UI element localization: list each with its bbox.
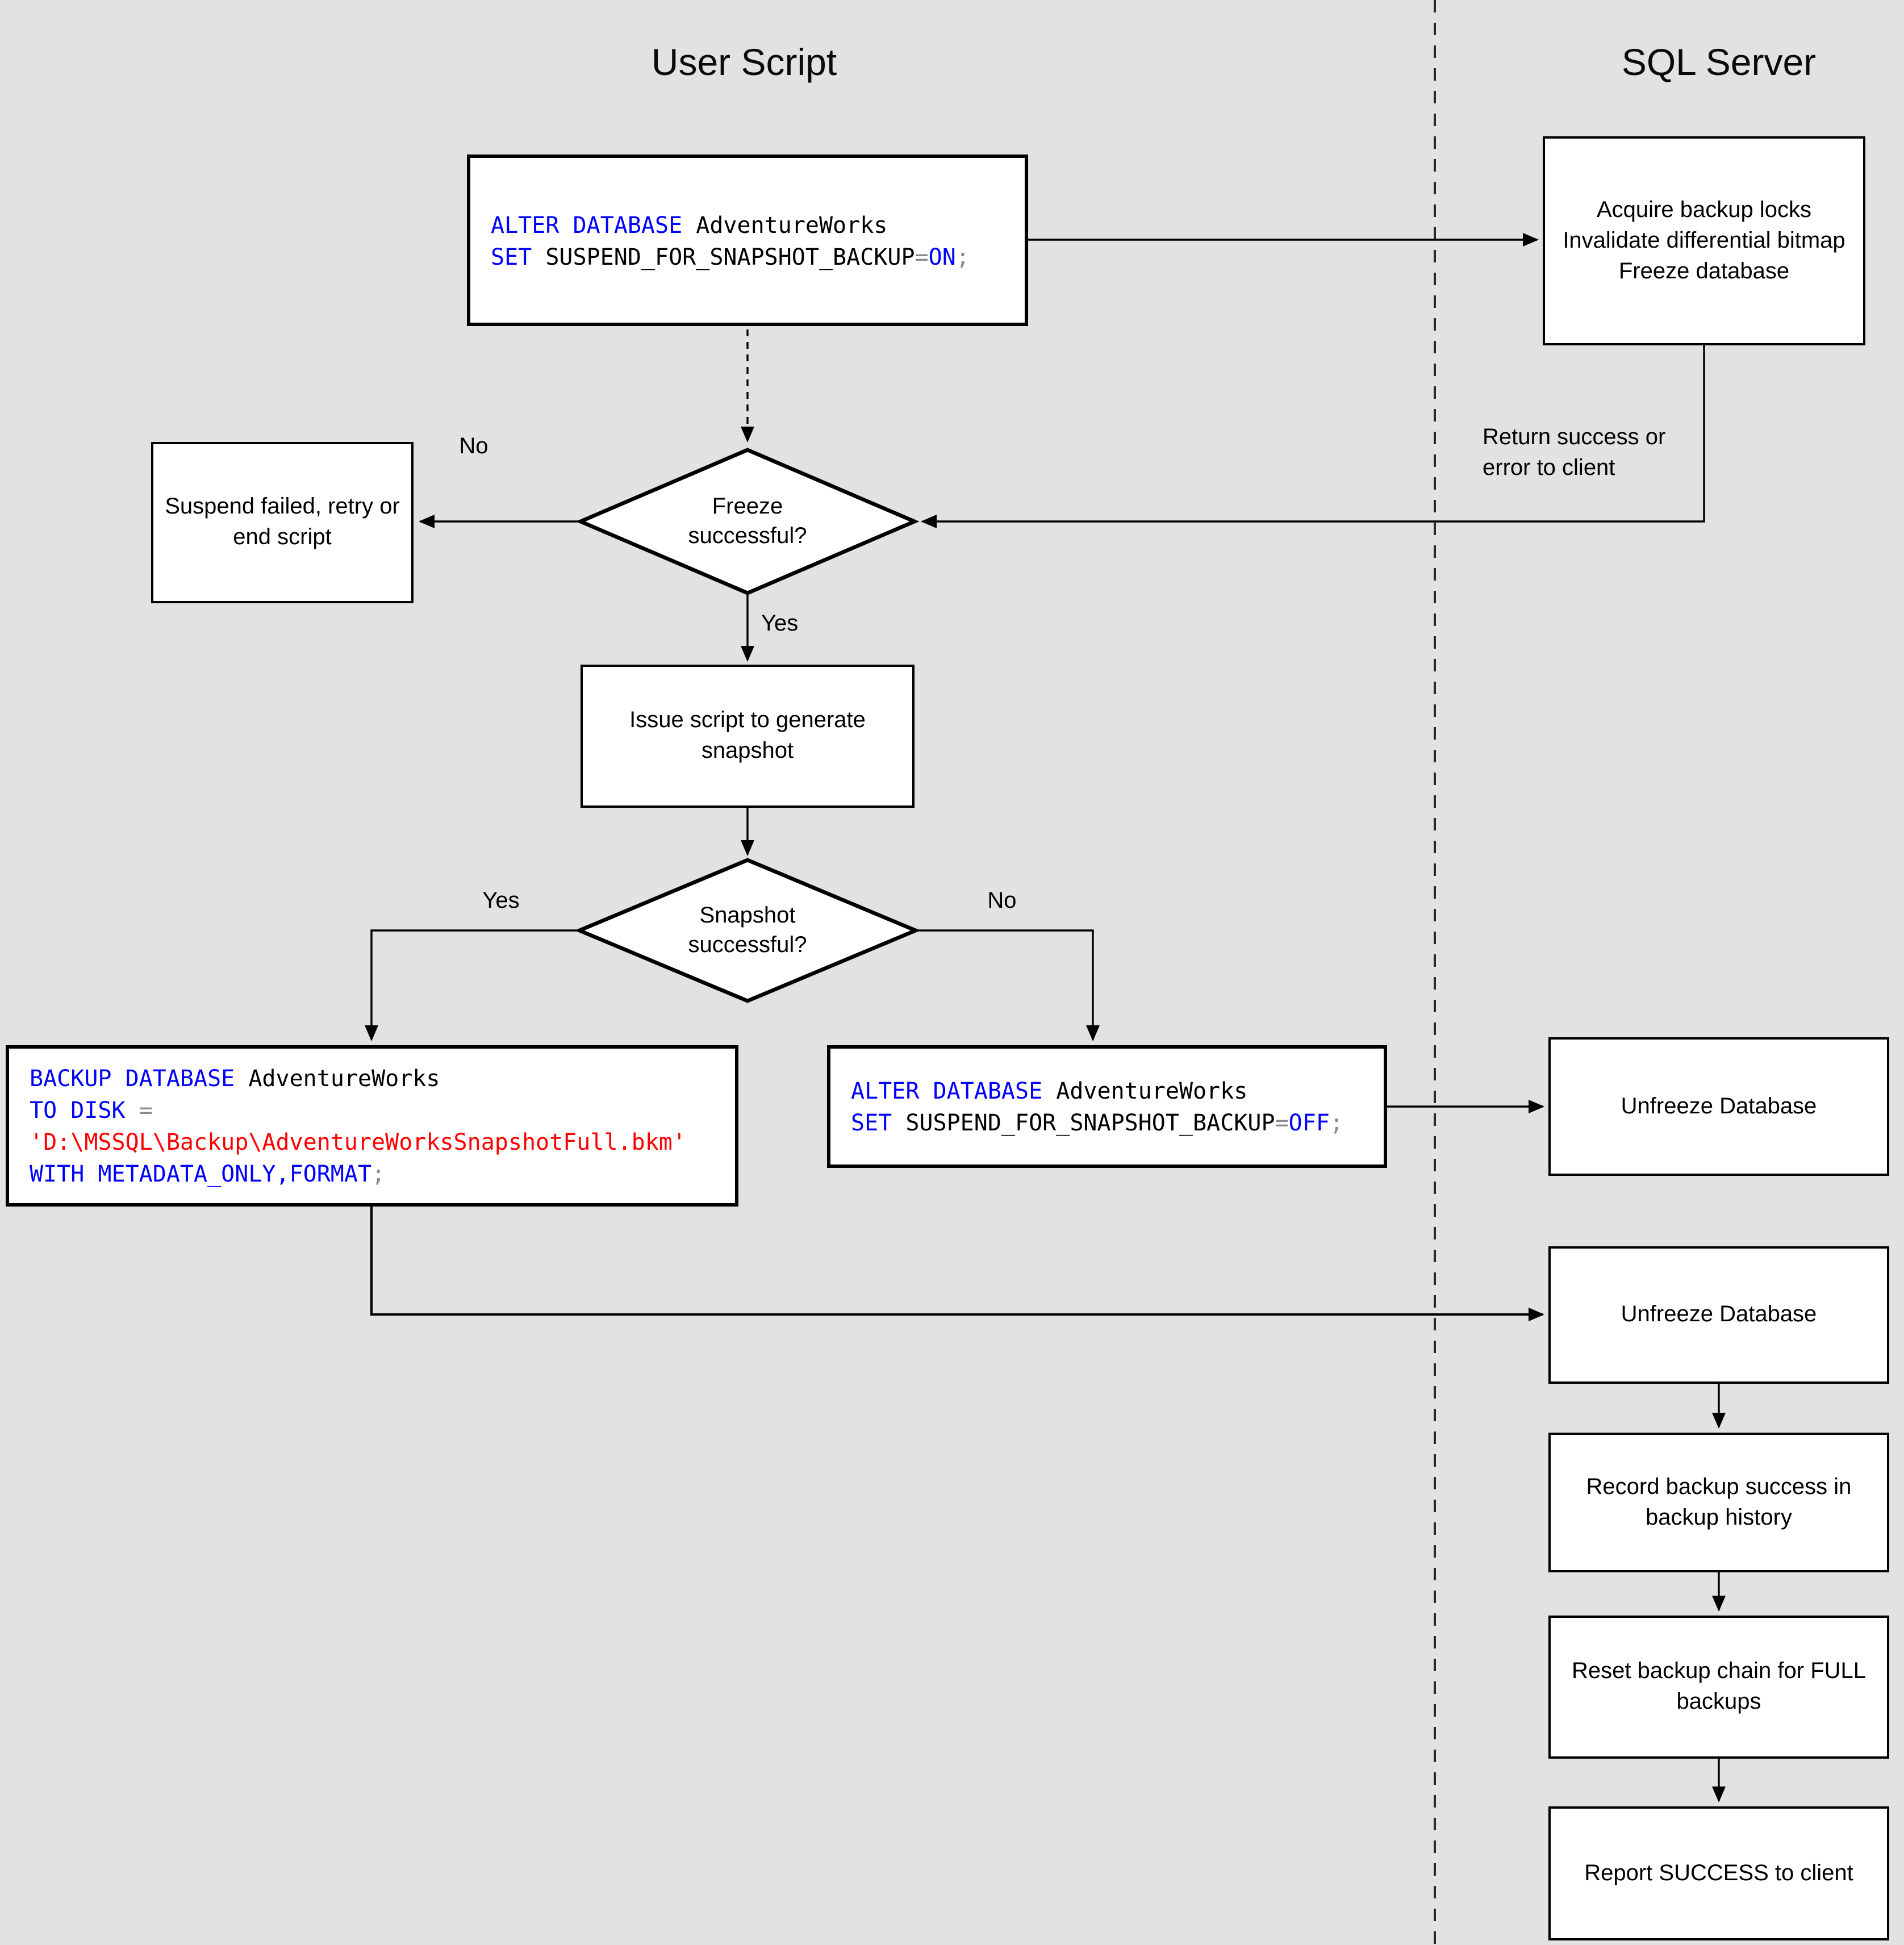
snapshot-diamond xyxy=(574,858,921,1003)
acquire-line-1: Acquire backup locks xyxy=(1597,197,1811,222)
suspend-failed-box: Suspend failed, retry or end script xyxy=(151,442,414,603)
title-sql-server: SQL Server xyxy=(1621,41,1817,83)
freeze-diamond-label: Freeze successful? xyxy=(688,494,807,549)
label-freeze-yes: Yes xyxy=(761,611,799,636)
code-line: 'D:\MSSQL\Backup\AdventureWorksSnapshotF… xyxy=(30,1128,686,1155)
code-line: ALTER DATABASE AdventureWorks xyxy=(491,211,888,238)
label-snapshot-no: No xyxy=(987,888,1017,913)
label-snapshot-yes: Yes xyxy=(482,888,520,913)
alter-off-code-box: ALTER DATABASE AdventureWorks SET SUSPEN… xyxy=(827,1045,1387,1168)
acquire-line-3: Freeze database xyxy=(1618,258,1790,283)
code-line: SET SUSPEND_FOR_SNAPSHOT_BACKUP=OFF; xyxy=(851,1109,1343,1136)
label-freeze-no: No xyxy=(459,434,488,459)
acquire-locks-box: Acquire backup locks Invalidate differen… xyxy=(1543,136,1865,345)
code-line: BACKUP DATABASE AdventureWorks xyxy=(30,1065,440,1092)
arrow-snapshot-no-to-alter-off xyxy=(916,929,1100,1041)
freeze-diamond xyxy=(575,448,920,595)
code-line: WITH METADATA_ONLY,FORMAT; xyxy=(30,1160,386,1187)
arrow-snapshot-yes-to-backup xyxy=(365,929,579,1041)
backup-metadata-code-box: BACKUP DATABASE AdventureWorks TO DISK =… xyxy=(6,1045,738,1207)
reset-chain-box: Reset backup chain for FULL backups xyxy=(1548,1616,1889,1759)
code-line: ALTER DATABASE AdventureWorks xyxy=(851,1077,1248,1104)
snapshot-diamond-label: Snapshot successful? xyxy=(688,903,807,958)
unfreeze-database-box-1: Unfreeze Database xyxy=(1548,1037,1889,1176)
record-history-box: Record backup success in backup history xyxy=(1548,1433,1889,1572)
code-line: SET SUSPEND_FOR_SNAPSHOT_BACKUP=ON; xyxy=(491,243,970,270)
code-line: TO DISK = xyxy=(30,1096,153,1124)
note-return-success: Return success or error to client xyxy=(1483,425,1666,481)
acquire-line-2: Invalidate differential bitmap xyxy=(1563,228,1845,253)
arrow-backup-to-unfreeze2 xyxy=(370,1207,1544,1321)
title-user-script: User Script xyxy=(651,41,837,83)
unfreeze-database-box-2: Unfreeze Database xyxy=(1548,1246,1889,1384)
alter-on-code-box: ALTER DATABASE AdventureWorks SET SUSPEN… xyxy=(467,155,1028,326)
report-success-box: Report SUCCESS to client xyxy=(1548,1806,1889,1940)
issue-script-box: Issue script to generate snapshot xyxy=(581,665,915,808)
arrow-acquire-to-freeze xyxy=(921,345,1705,528)
